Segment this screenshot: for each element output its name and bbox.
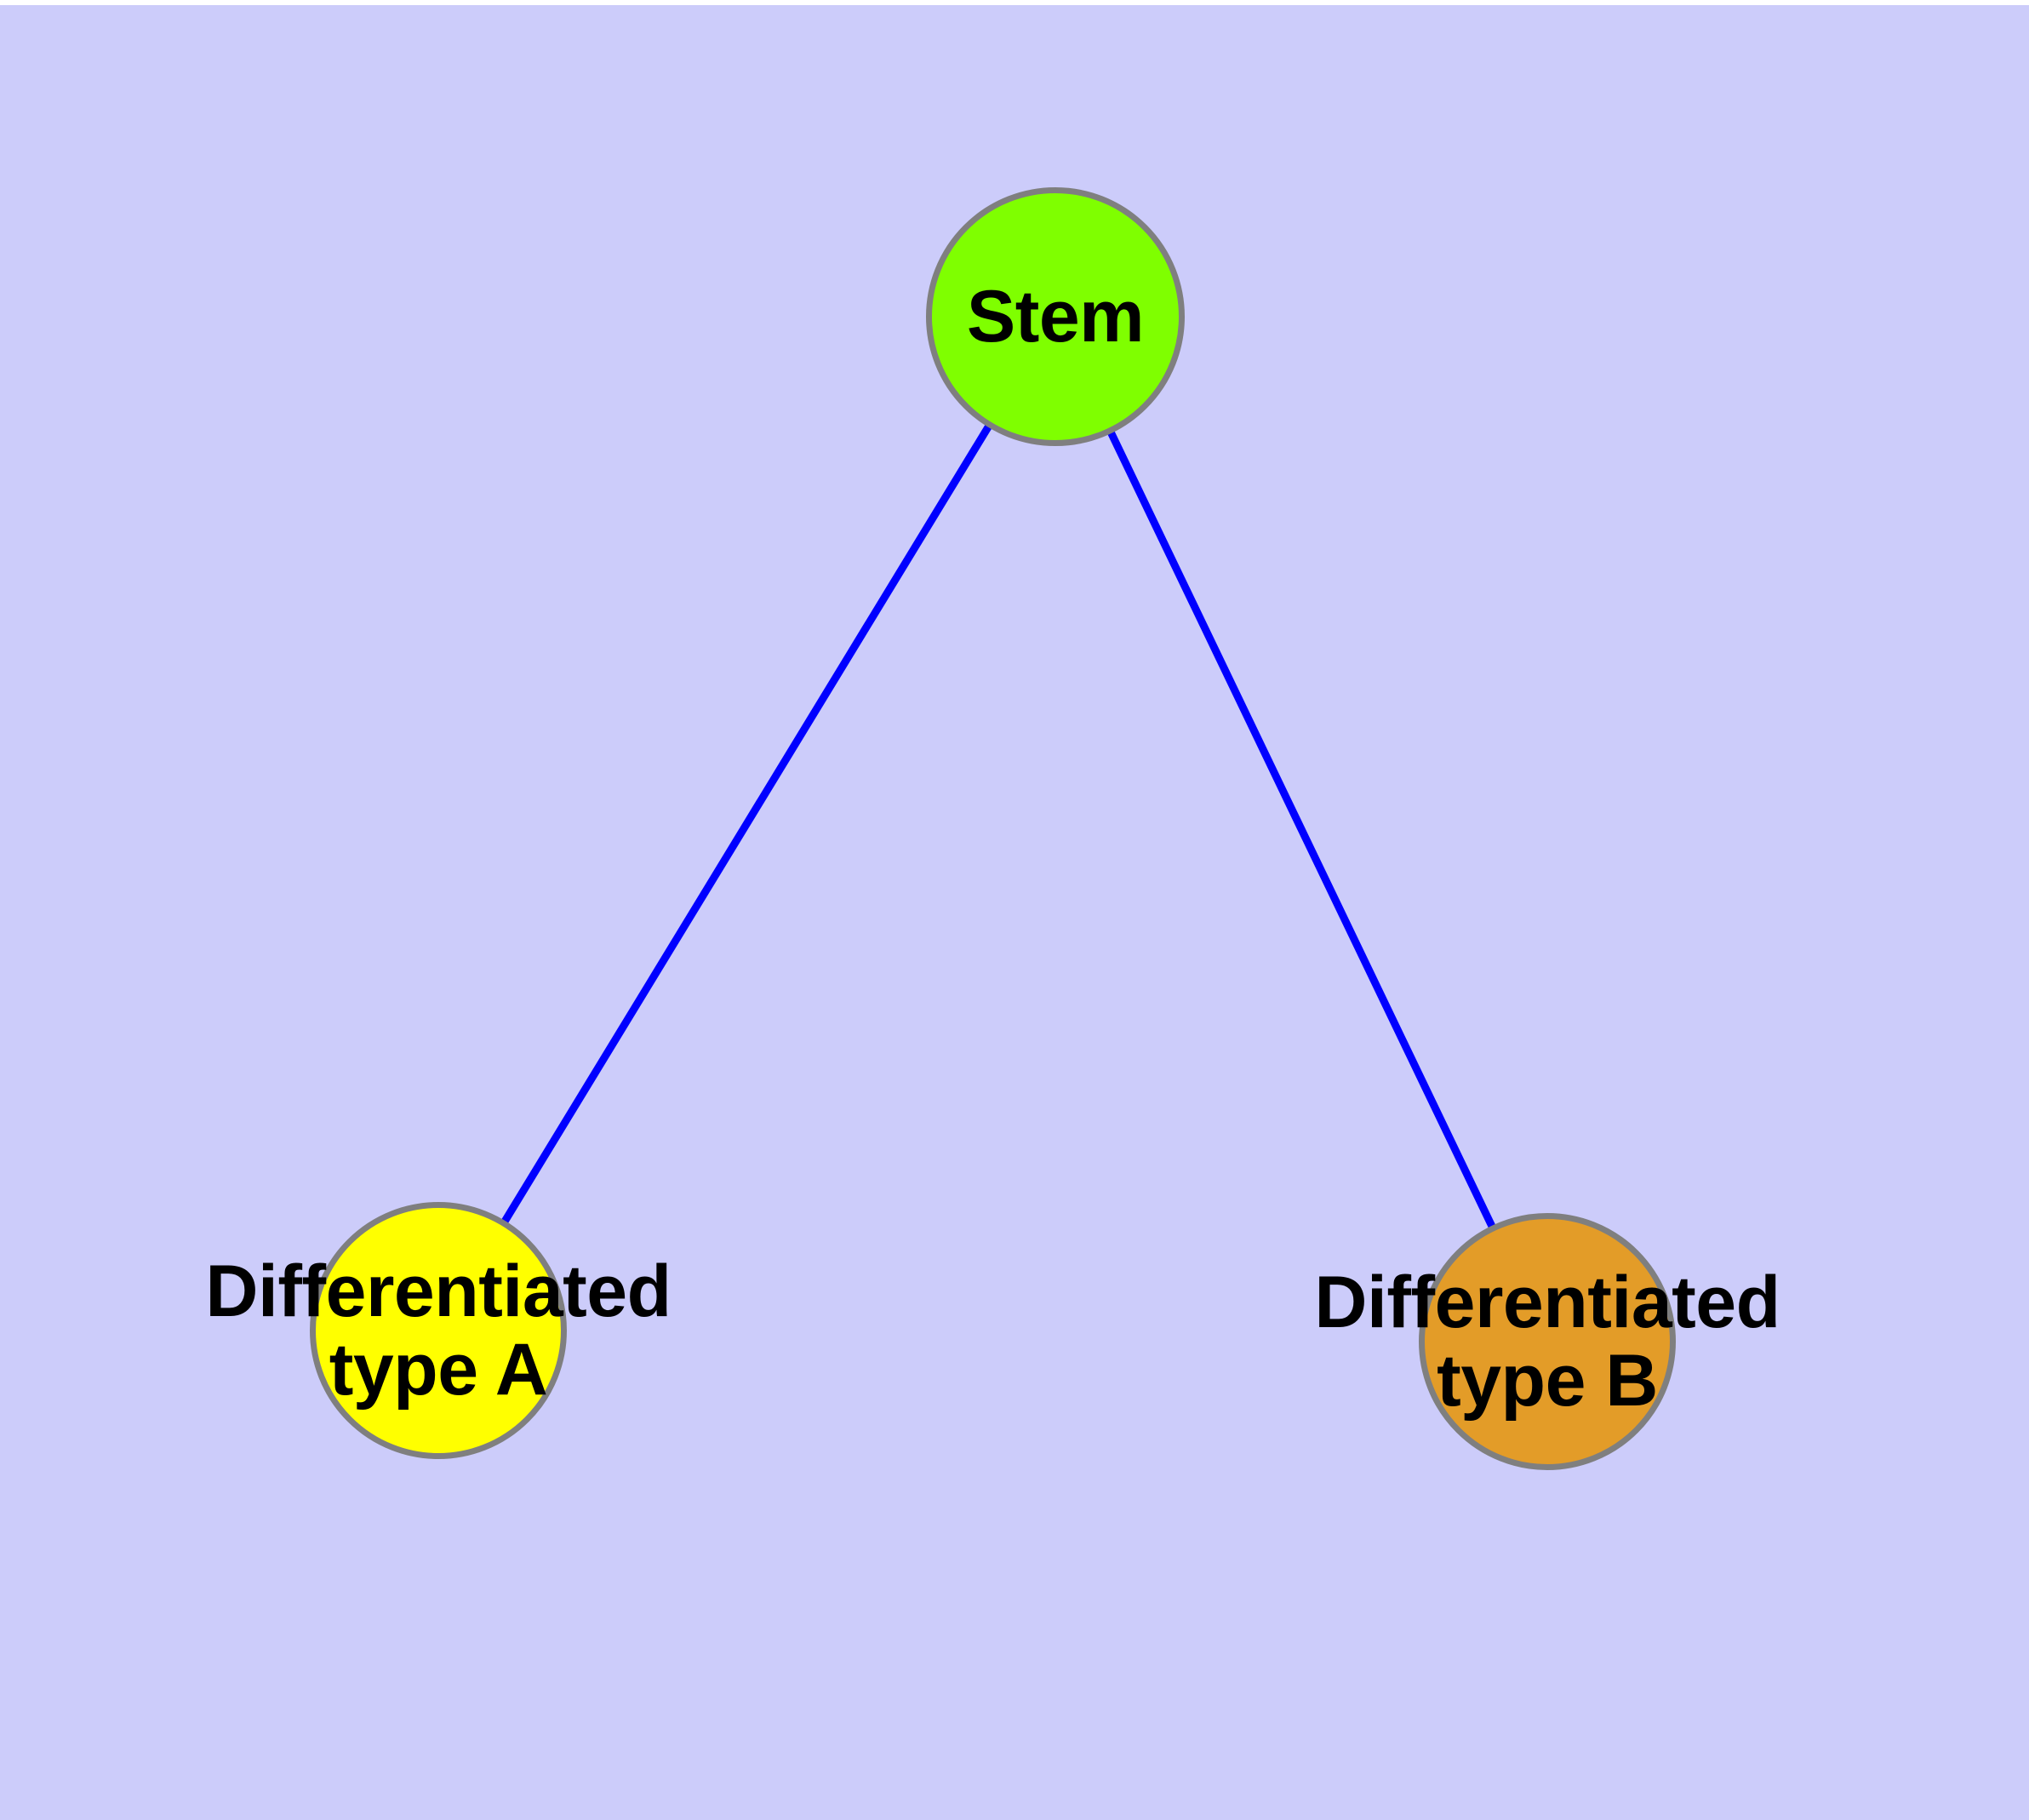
node-differentiated-type-a[interactable]: Differentiated type A [205, 1202, 672, 1459]
edge-stem-to-differentiated-type-b [1051, 315, 1552, 1343]
node-stem[interactable]: Stem [926, 187, 1185, 446]
edge-stem-to-differentiated-type-a [435, 314, 1059, 1333]
node-differentiated-type-a-label: Differentiated type A [205, 1250, 672, 1411]
node-differentiated-type-b-label: Differentiated type B [1314, 1261, 1780, 1422]
node-stem-circle [926, 187, 1185, 446]
canvas-top-margin [0, 0, 2029, 5]
node-differentiated-type-b[interactable]: Differentiated type B [1314, 1213, 1780, 1470]
node-stem-label: Stem [966, 275, 1145, 358]
node-differentiated-type-a-circle [310, 1202, 567, 1459]
node-differentiated-type-b-circle [1419, 1213, 1676, 1470]
